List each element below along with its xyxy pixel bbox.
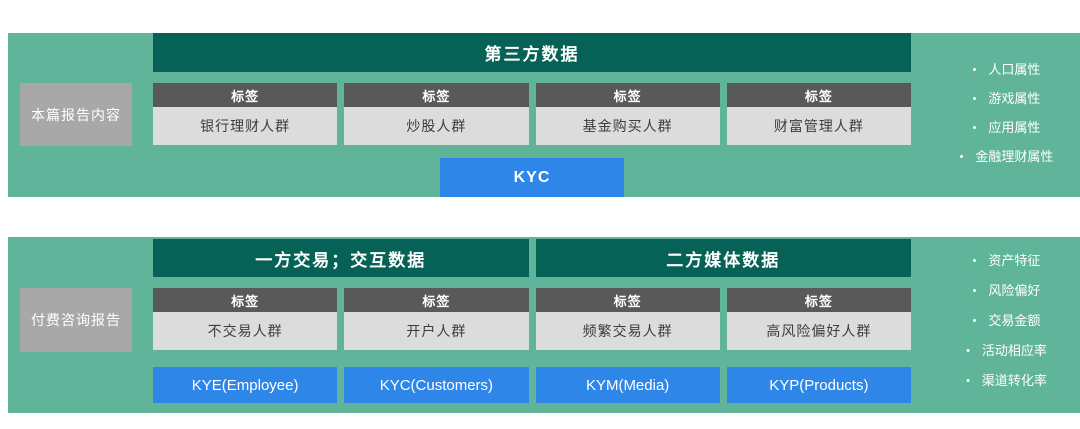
bullet-text: 渠道转化率 [981, 373, 1047, 388]
audience-value: 基金购买人群 [535, 107, 720, 145]
audience-value: 高风险偏好人群 [726, 312, 911, 350]
audience-column: 标签 财富管理人群 [726, 83, 911, 145]
side-label-paid-report: 付费咨询报告 [20, 288, 132, 352]
tag-header: 标签 [153, 83, 338, 107]
tag-header: 标签 [153, 288, 338, 312]
bullet-dot-icon: • [972, 93, 977, 105]
tag-header: 标签 [535, 83, 720, 107]
section-report-content: 本篇报告内容 第三方数据 标签 银行理财人群 标签 炒股人群 标签 基金购买人群… [8, 33, 1080, 197]
kyc-customers-box: KYC(Customers) [344, 367, 529, 403]
bullet-item: • 应用属性 [973, 119, 1041, 137]
bullet-item: • 活动相应率 [966, 342, 1047, 360]
audience-column: 标签 银行理财人群 [153, 83, 338, 145]
bullet-item: • 交易金额 [973, 312, 1041, 330]
bullet-dot-icon: • [972, 64, 977, 76]
kye-employee-box: KYE(Employee) [153, 367, 338, 403]
audience-value: 不交易人群 [153, 312, 338, 350]
audience-column: 标签 开户人群 [344, 288, 529, 350]
kyp-products-box: KYP(Products) [726, 367, 911, 403]
kym-media-box: KYM(Media) [535, 367, 720, 403]
tag-header: 标签 [726, 83, 911, 107]
section-paid-report: 付费咨询报告 一方交易；交互数据 二方媒体数据 标签 不交易人群 标签 开户人群… [8, 237, 1080, 413]
bullet-text: 交易金额 [988, 313, 1041, 328]
bullet-text: 活动相应率 [981, 343, 1047, 358]
section-title-first-party-data: 一方交易；交互数据 [153, 239, 529, 277]
bullet-dot-icon: • [972, 122, 977, 134]
audience-columns-top: 标签 银行理财人群 标签 炒股人群 标签 基金购买人群 标签 财富管理人群 [153, 83, 911, 145]
audience-value: 银行理财人群 [153, 107, 338, 145]
bullet-dot-icon: • [959, 151, 964, 163]
attribute-bullet-list-top: • 人口属性 • 游戏属性 • 应用属性 • 金融理财属性 [933, 61, 1080, 166]
side-label-report-content: 本篇报告内容 [20, 83, 132, 146]
attribute-bullet-list-bottom: • 资产特征 • 风险偏好 • 交易金额 • 活动相应率 • 渠道转化率 [933, 252, 1080, 390]
audience-column: 标签 炒股人群 [344, 83, 529, 145]
tag-header: 标签 [344, 83, 529, 107]
bullet-dot-icon: • [972, 285, 977, 297]
audience-column: 标签 基金购买人群 [535, 83, 720, 145]
section-title-text: 第三方数据 [484, 45, 580, 64]
audience-column: 标签 不交易人群 [153, 288, 338, 350]
bullet-dot-icon: • [972, 315, 977, 327]
bullet-text: 人口属性 [988, 62, 1041, 77]
section-title-second-party-media: 二方媒体数据 [535, 239, 911, 277]
bullet-dot-icon: • [966, 345, 970, 357]
bullet-item: • 人口属性 [973, 61, 1041, 79]
bullet-item: • 游戏属性 [973, 90, 1041, 108]
bullet-text: 游戏属性 [988, 91, 1041, 106]
bullet-dot-icon: • [972, 255, 977, 267]
bullet-dot-icon: • [966, 375, 970, 387]
audience-value: 频繁交易人群 [535, 312, 720, 350]
side-label-text: 付费咨询报告 [31, 312, 121, 328]
audience-value: 炒股人群 [344, 107, 529, 145]
section-title-third-party-data: 第三方数据 [153, 33, 911, 72]
audience-column: 标签 高风险偏好人群 [726, 288, 911, 350]
bullet-text: 资产特征 [988, 253, 1041, 268]
section-titles-bottom: 一方交易；交互数据 二方媒体数据 [153, 239, 911, 277]
tag-header: 标签 [344, 288, 529, 312]
kyc-box-label: KYC [513, 168, 551, 186]
side-label-text: 本篇报告内容 [31, 106, 121, 123]
tag-header: 标签 [535, 288, 720, 312]
bullet-text: 金融理财属性 [975, 149, 1054, 164]
kyc-box: KYC [440, 158, 624, 197]
bullet-text: 应用属性 [988, 120, 1041, 135]
bullet-item: • 风险偏好 [973, 282, 1041, 300]
audience-value: 财富管理人群 [726, 107, 911, 145]
bullet-item: • 资产特征 [973, 252, 1041, 270]
audience-column: 标签 频繁交易人群 [535, 288, 720, 350]
bullet-item: • 金融理财属性 [960, 148, 1054, 166]
bullet-item: • 渠道转化率 [966, 372, 1047, 390]
kyx-boxes-row: KYE(Employee) KYC(Customers) KYM(Media) … [153, 367, 911, 403]
audience-columns-bottom: 标签 不交易人群 标签 开户人群 标签 频繁交易人群 标签 高风险偏好人群 [153, 288, 911, 350]
tag-header: 标签 [726, 288, 911, 312]
audience-value: 开户人群 [344, 312, 529, 350]
bullet-text: 风险偏好 [988, 283, 1041, 298]
